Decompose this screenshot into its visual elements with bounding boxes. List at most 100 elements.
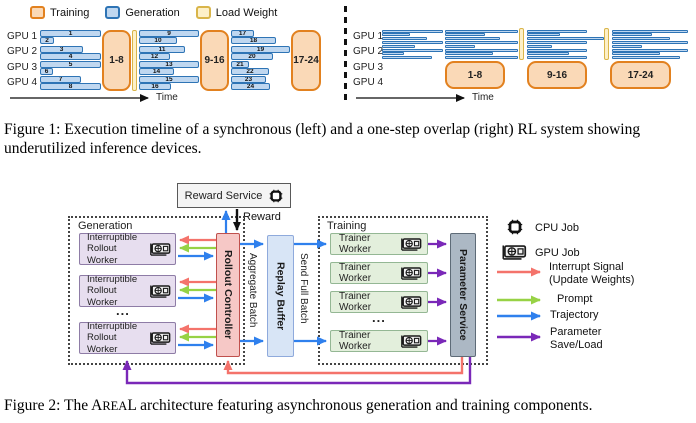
generation-bar: 15 — [139, 76, 199, 83]
generation-bar — [612, 29, 688, 33]
gpu-label: GPU 2 — [353, 46, 384, 58]
gpu-label: GPU 3 — [353, 61, 384, 73]
generation-bar: 14 — [139, 68, 174, 75]
gpu-icon — [149, 285, 171, 298]
generation-bar — [382, 48, 443, 52]
generation-bar: 6 — [40, 68, 53, 75]
figure2-caption: Figure 2: The AREAL architecture featuri… — [4, 397, 593, 414]
training-block: 9-16 — [200, 30, 229, 91]
generation-bar — [445, 37, 500, 41]
parameter-service-box: Parameter Service — [450, 233, 476, 357]
generation-bar: 16 — [139, 83, 171, 90]
generation-bar — [445, 29, 518, 33]
generation-bar: 3 — [40, 46, 83, 53]
generation-bar — [382, 52, 404, 56]
gpu-icon — [149, 332, 171, 345]
generation-bar — [612, 56, 680, 60]
generation-bar: 9 — [139, 30, 199, 37]
generation-bar — [527, 37, 604, 41]
generation-bar — [382, 40, 443, 45]
training-block: 1-8 — [445, 61, 505, 89]
gpu-icon — [400, 296, 422, 309]
interrupt-signal-label: Interrupt Signal (Update Weights) — [549, 261, 635, 287]
generation-bar — [382, 37, 427, 41]
generation-bar — [382, 44, 415, 48]
gpu-icon — [149, 243, 171, 256]
rollout-controller-box: Rollout Controller — [216, 233, 240, 357]
generation-bar — [527, 48, 587, 52]
gpu-label: GPU 1 — [353, 31, 384, 42]
generation-bar — [382, 29, 443, 33]
legend-label: Load Weight — [215, 6, 278, 19]
trajectory-label: Trajectory — [550, 309, 599, 321]
gpu-icon — [400, 267, 422, 280]
trainer-worker-2: Trainer Worker — [330, 262, 428, 284]
generation-bar: 18 — [231, 37, 276, 44]
generation-bar: 5 — [40, 61, 101, 68]
load-weight-bar — [132, 30, 137, 91]
generation-bar — [527, 56, 587, 60]
gpu-label: GPU 4 — [353, 77, 384, 89]
generation-bar — [612, 40, 688, 45]
time-label: Time — [156, 92, 178, 103]
parameter-saveload-label: Parameter Save/Load — [550, 326, 603, 352]
training-ellipsis: ... — [372, 310, 386, 325]
legend-label: Generation — [125, 6, 180, 19]
replay-buffer-box: Replay Buffer — [267, 235, 294, 357]
gpu-label: GPU 4 — [7, 77, 38, 89]
cpu-job-icon — [507, 219, 523, 235]
interruptible-rollout-worker-1: Interruptible Rollout Worker — [79, 232, 176, 266]
gpu-job-icon — [501, 245, 527, 260]
gpu-label: GPU 1 — [7, 31, 38, 42]
legend-swatch — [195, 6, 211, 19]
generation-bar — [445, 52, 493, 56]
generation-bar — [612, 44, 642, 48]
interruptible-rollout-worker-3: Interruptible Rollout Worker — [79, 321, 176, 355]
training-block: 17-24 — [291, 30, 321, 91]
interruptible-rollout-worker-2: Interruptible Rollout Worker — [79, 274, 176, 308]
gpu-icon — [400, 238, 422, 251]
generation-bar — [382, 33, 410, 37]
gpu-icon — [400, 335, 422, 348]
send-full-batch-label: Send Full Batch — [298, 253, 309, 324]
legend-item-generation: Generation — [105, 6, 180, 19]
generation-bar — [382, 56, 432, 60]
training-group-label: Training — [327, 220, 367, 232]
generation-bar — [612, 37, 670, 41]
generation-group-label: Generation — [78, 220, 133, 232]
generation-bar: 4 — [40, 53, 101, 60]
worker-label: Interruptible Rollout Worker — [87, 274, 138, 308]
generation-bar: 7 — [40, 76, 81, 83]
generation-bar: 22 — [231, 68, 269, 75]
legend-label: Training — [50, 6, 90, 19]
trainer-worker-4: Trainer Worker — [330, 330, 428, 352]
generation-bar: 19 — [231, 46, 290, 53]
caption1-line2: underutilized inference devices. — [4, 139, 202, 157]
generation-bar — [445, 48, 518, 52]
generation-bar: 11 — [139, 46, 185, 53]
generation-bar: 13 — [139, 61, 199, 68]
cpu-icon — [269, 189, 283, 203]
legend-item-load-weight: Load Weight — [195, 6, 278, 19]
generation-bar: 21 — [231, 61, 249, 68]
load-weight-bar — [519, 28, 524, 60]
generation-bar — [527, 29, 587, 33]
generation-bar: 17 — [231, 30, 254, 37]
training-block: 17-24 — [610, 61, 671, 89]
figure1-legend: Training Generation Load Weight — [30, 6, 277, 19]
gpu-job-label: GPU Job — [535, 247, 580, 259]
generation-bar — [527, 52, 569, 56]
generation-ellipsis: ... — [116, 303, 130, 318]
generation-bar: 10 — [139, 37, 177, 44]
reward-service-label: Reward Service — [184, 189, 263, 202]
generation-bar: 24 — [231, 83, 270, 90]
generation-bar — [527, 33, 560, 37]
generation-bar — [612, 33, 652, 37]
caption1-line1: Figure 1: Execution timeline of a synchr… — [4, 121, 641, 138]
reward-arrow-label: Reward — [243, 211, 281, 223]
aggregate-batch-label: Aggregate Batch — [247, 253, 258, 328]
training-block: 9-16 — [527, 61, 587, 89]
generation-bar — [527, 40, 587, 45]
generation-bar — [612, 48, 688, 52]
generation-bar — [445, 33, 485, 37]
